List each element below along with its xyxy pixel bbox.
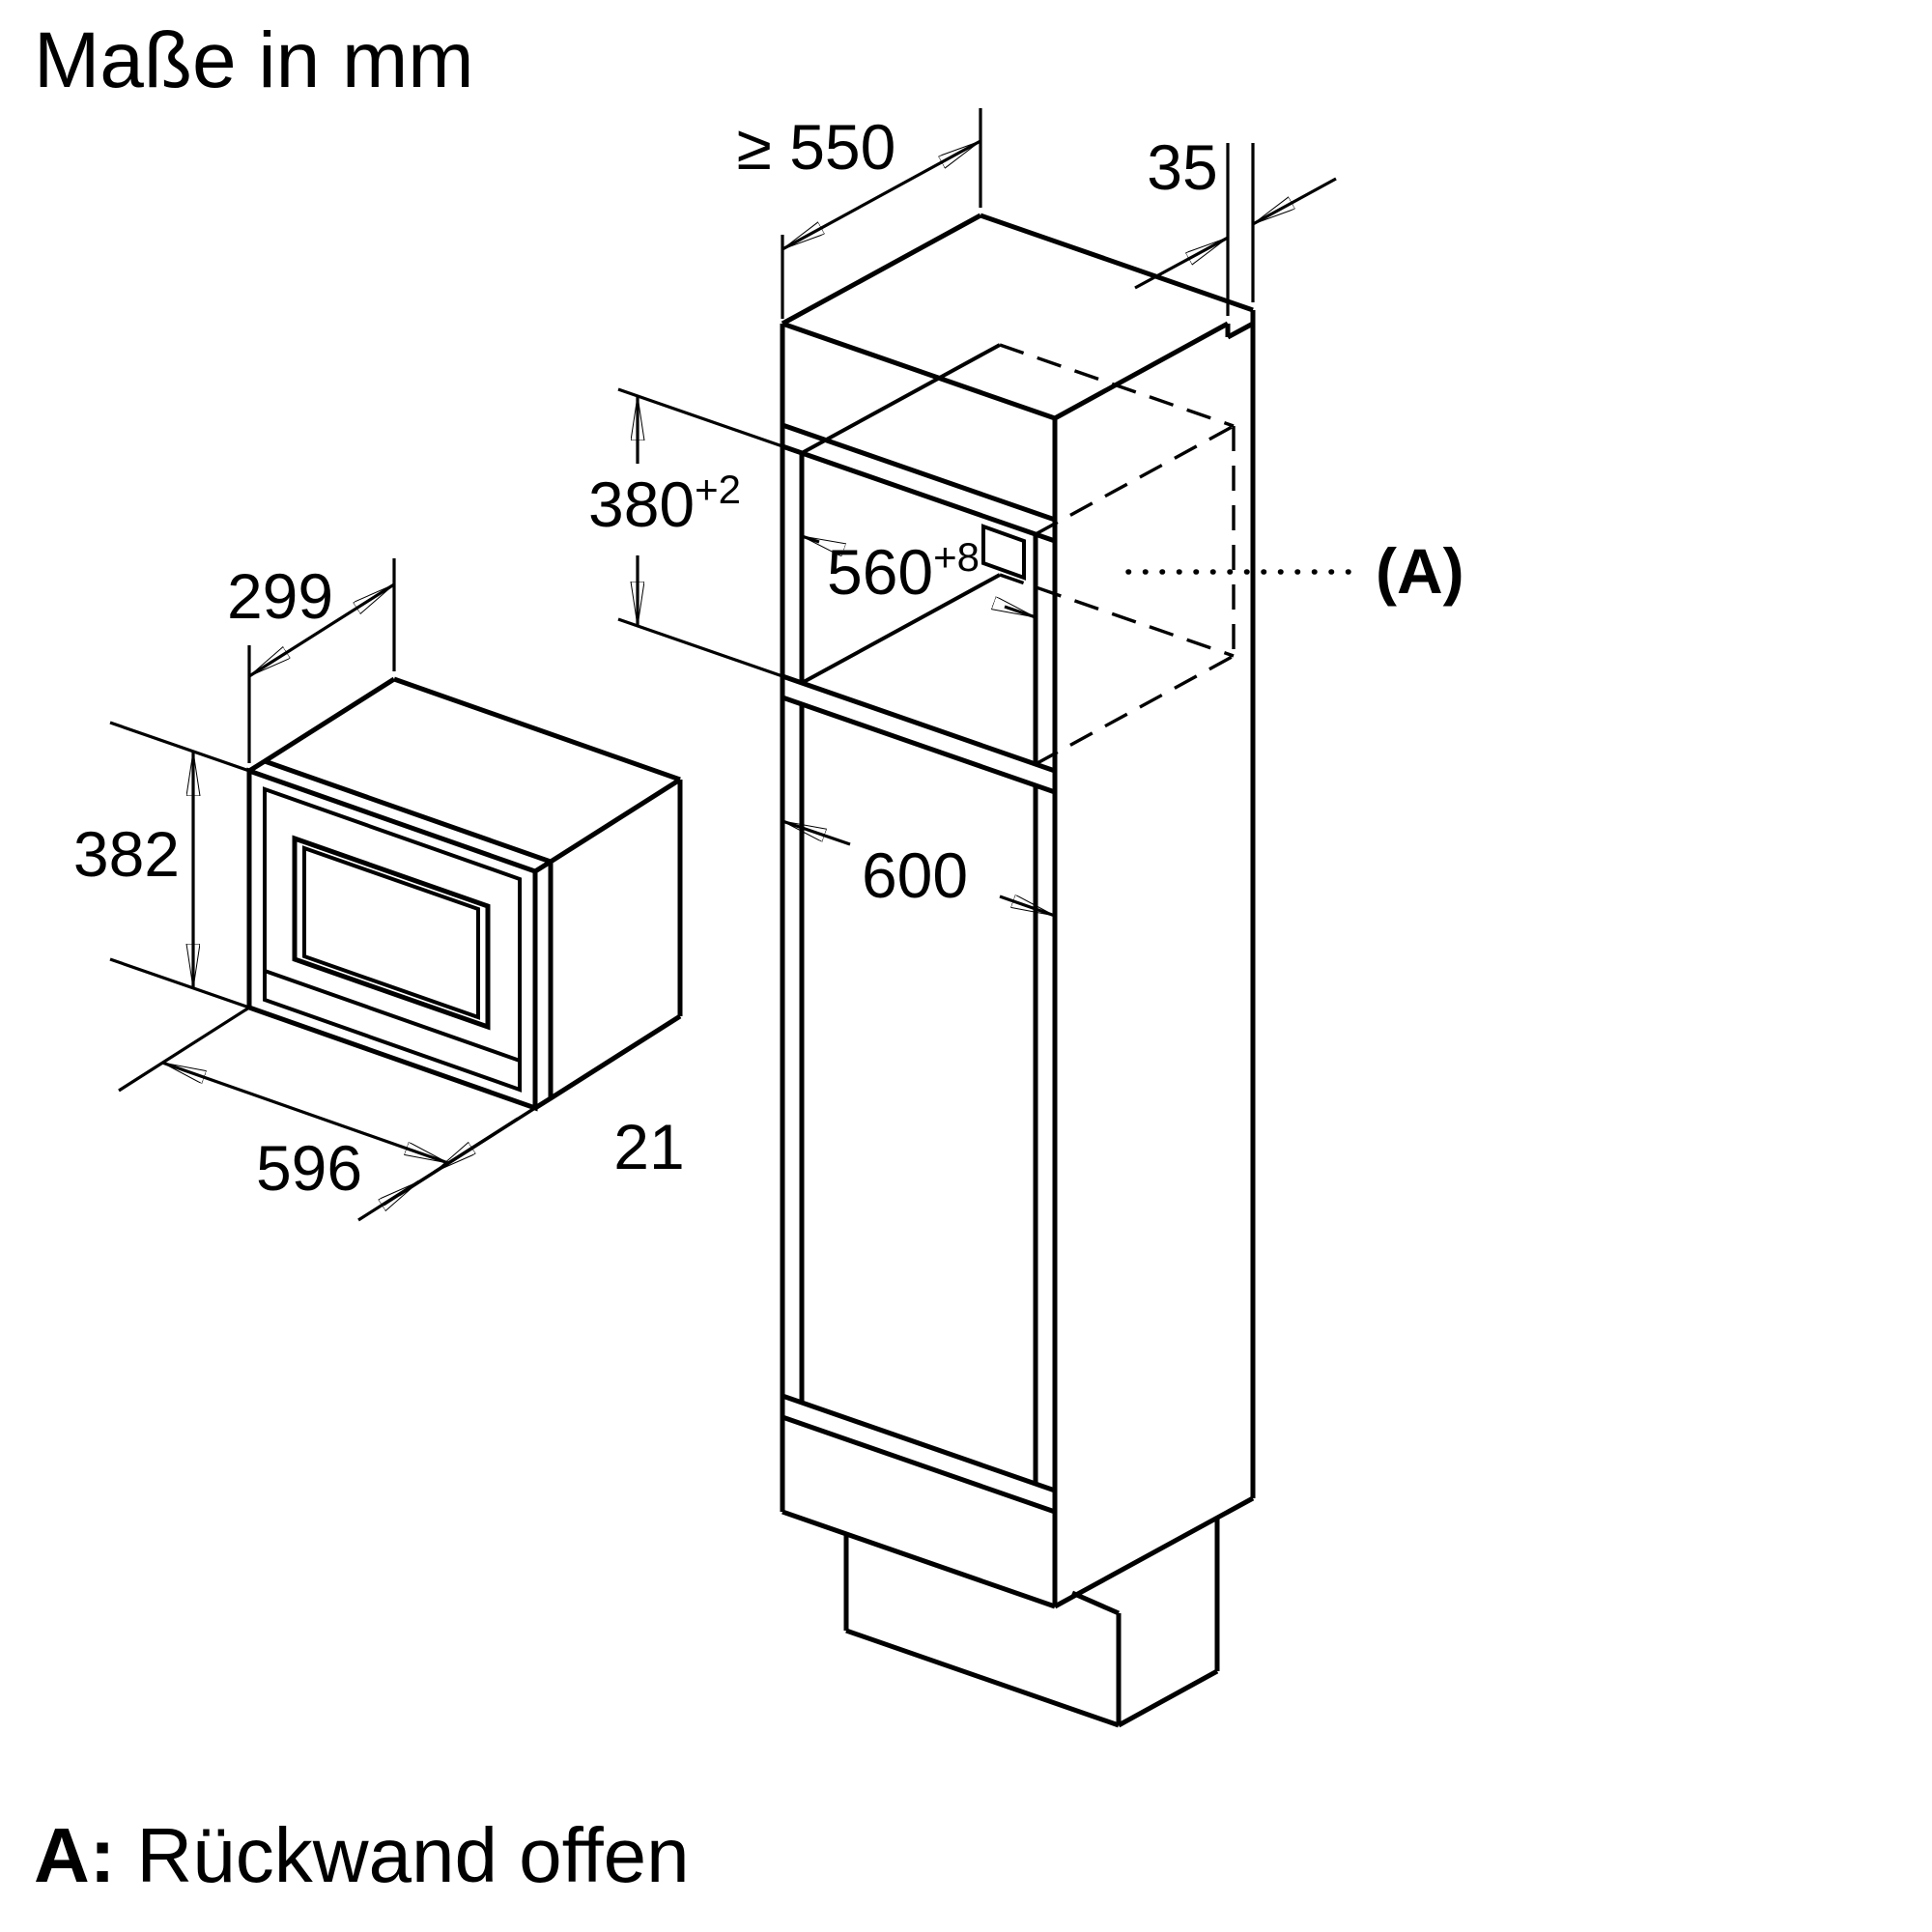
- microwave-door-inner-frame: [263, 786, 522, 1093]
- microwave-body-outline: [247, 676, 683, 1111]
- dim-label-niche-width: 560+8: [827, 534, 980, 608]
- dimension-line: [248, 582, 395, 678]
- dim-label-height: 382: [73, 818, 180, 890]
- dim-cabinet-rear-gap: 35: [1134, 131, 1337, 316]
- arrow-line: [1252, 177, 1337, 226]
- cabinet-niche-interior: [801, 343, 1001, 685]
- cabinet-drawing: ≥ 550 35 380+2 560+8 600: [588, 108, 1464, 1728]
- niche-width-tolerance: +8: [933, 534, 980, 580]
- dimension-line: [1005, 607, 1037, 619]
- cabinet-cable-cutout: [981, 524, 1026, 581]
- dim-label-rear-gap: 35: [1147, 131, 1217, 203]
- arrow-line: [434, 1131, 497, 1174]
- dim-label-door-offset: 21: [613, 1111, 684, 1182]
- dim-label-depth: 299: [227, 560, 333, 632]
- dim-label-outer-width: 600: [862, 839, 968, 911]
- dim-label-min-depth: ≥ 550: [737, 111, 896, 183]
- microwave-door-strip: [264, 969, 521, 1063]
- microwave-door-window-inner: [302, 845, 480, 1020]
- dim-label-width: 596: [256, 1132, 362, 1204]
- dimension-line: [999, 896, 1056, 918]
- extension-line: [109, 721, 250, 1009]
- units-title: Maße in mm: [34, 16, 474, 104]
- niche-width-value: 560: [827, 536, 933, 608]
- cabinet-plinth: [843, 1518, 1220, 1728]
- dimension-line: [801, 534, 819, 542]
- dim-cabinet-niche-width: 560+8: [801, 534, 1037, 619]
- cabinet-inner-edges: [799, 453, 1038, 1484]
- dim-label-niche-height: 380+2: [588, 467, 741, 540]
- footnote-prefix: A:: [34, 1812, 115, 1898]
- dim-cabinet-niche-height: 380+2: [588, 387, 783, 678]
- niche-height-value: 380: [588, 469, 695, 540]
- dim-microwave-door-offset: 21: [357, 1107, 685, 1222]
- back-wall-marker: (A): [1125, 535, 1464, 607]
- cabinet-shelf-edges: [781, 422, 1056, 1515]
- arrow-line: [1134, 236, 1229, 290]
- back-wall-label: (A): [1376, 535, 1464, 607]
- arrow-line: [357, 1179, 420, 1222]
- microwave-door-outline: [246, 767, 538, 1112]
- dim-cabinet-outer-width: 600: [781, 819, 1056, 918]
- dimension-line: [781, 139, 981, 251]
- dimension-line: [781, 819, 851, 846]
- niche-height-tolerance: +2: [695, 467, 741, 512]
- microwave-drawing: 299 382 596 21: [73, 558, 685, 1222]
- cabinet-outline: [780, 213, 1256, 1609]
- extension-line: [1226, 143, 1255, 316]
- footnote-text: Rückwand offen: [136, 1812, 689, 1898]
- dim-microwave-height: 382: [73, 721, 250, 1009]
- dim-cabinet-min-depth: ≥ 550: [737, 108, 982, 319]
- microwave-door-window: [292, 835, 491, 1031]
- extension-line: [617, 387, 783, 678]
- dim-microwave-depth: 299: [227, 558, 396, 763]
- cabinet-hidden-back-edges: [999, 343, 1236, 766]
- dimension-line: [161, 1061, 449, 1165]
- footnote: A:Rückwand offen: [34, 1812, 690, 1898]
